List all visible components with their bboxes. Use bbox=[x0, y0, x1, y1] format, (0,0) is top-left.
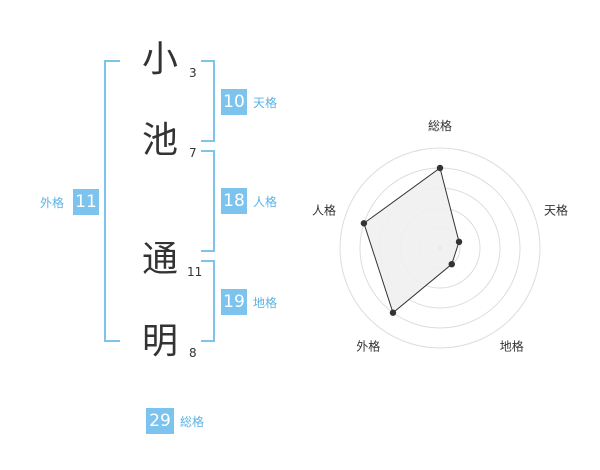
stroke-count-4: 8 bbox=[189, 346, 197, 360]
radar-axis-label: 人格 bbox=[312, 202, 336, 217]
chikaku-label: 地格 bbox=[253, 296, 278, 310]
radar-point bbox=[389, 309, 397, 316]
jinkaku-label: 人格 bbox=[253, 195, 278, 209]
tenkaku-bracket bbox=[201, 60, 215, 142]
stroke-count-3: 11 bbox=[187, 265, 203, 279]
gaikaku-value: 11 bbox=[73, 189, 99, 215]
stroke-count-2: 7 bbox=[189, 146, 197, 160]
radar-axis-label: 外格 bbox=[356, 339, 380, 354]
chikaku-bracket bbox=[201, 260, 215, 342]
soukaku-label: 総格 bbox=[180, 415, 205, 429]
name-char-4: 明 bbox=[141, 321, 178, 362]
soukaku-value: 29 bbox=[146, 408, 174, 434]
radar-ring bbox=[339, 147, 541, 349]
radar-axis-label: 総格 bbox=[428, 118, 452, 133]
gaikaku-bracket bbox=[104, 60, 120, 342]
radar-point bbox=[455, 238, 463, 246]
name-char-1: 小 bbox=[141, 39, 178, 80]
radar-point bbox=[448, 260, 455, 268]
name-char-2: 池 bbox=[141, 120, 178, 161]
tenkaku-value: 10 bbox=[221, 89, 247, 115]
radar-axis-label: 天格 bbox=[544, 202, 568, 217]
jinkaku-bracket bbox=[201, 150, 215, 252]
radar-axis-label: 地格 bbox=[500, 339, 524, 354]
gaikaku-label: 外格 bbox=[40, 196, 65, 210]
chikaku-value: 19 bbox=[221, 289, 247, 315]
radar-point bbox=[360, 220, 368, 227]
tenkaku-label: 天格 bbox=[253, 96, 278, 110]
name-char-3: 通 bbox=[141, 239, 178, 280]
radar-polygon bbox=[363, 167, 460, 314]
stroke-count-1: 3 bbox=[189, 66, 197, 80]
radar-point bbox=[436, 164, 444, 172]
jinkaku-value: 18 bbox=[221, 188, 247, 214]
radar-area bbox=[360, 164, 463, 316]
